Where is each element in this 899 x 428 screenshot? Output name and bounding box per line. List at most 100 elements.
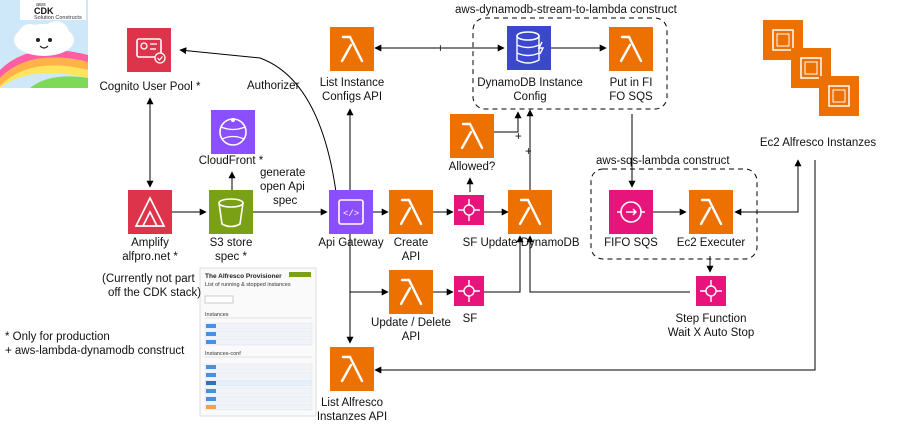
- svg-text:Create: Create: [394, 237, 429, 249]
- svg-text:spec: spec: [273, 195, 298, 207]
- svg-text:List Instance: List Instance: [320, 77, 385, 89]
- sf1-label: SF: [463, 237, 478, 249]
- cognito-icon: [127, 28, 171, 72]
- amplify-icon: [128, 190, 172, 234]
- putsqs-label: Put in FI FO SQS: [609, 77, 653, 103]
- svg-text:(Currently not part: (Currently not part: [102, 273, 195, 285]
- api-gateway-icon: </>: [329, 190, 373, 234]
- step-function-icon: [454, 276, 484, 306]
- screenshot-row: [204, 395, 313, 403]
- screenshot-row: [204, 379, 313, 387]
- svg-text:Configs API: Configs API: [322, 91, 382, 103]
- fifo-label: FIFO SQS: [604, 237, 658, 249]
- create-lambda-icon: [389, 190, 433, 234]
- stream-construct-group: [472, 17, 668, 110]
- svg-text:alfpro.net *: alfpro.net *: [122, 251, 178, 263]
- sf2-label: SF: [463, 313, 478, 325]
- not-in-stack-note: (Currently not part off the CDK stack): [102, 273, 201, 299]
- footnote: * Only for production + aws-lambda-dynam…: [5, 331, 185, 357]
- dynamodb-icon: [507, 26, 551, 70]
- s3-bucket-icon: [209, 190, 253, 234]
- svg-text:CloudFront *: CloudFront *: [199, 155, 264, 167]
- update-ddb-lambda-icon: [508, 190, 552, 234]
- allowed-label: Allowed?: [449, 161, 496, 173]
- svg-text:off the CDK stack): off the CDK stack): [108, 287, 201, 299]
- step-function-icon: [696, 276, 726, 306]
- svg-text:Amplify: Amplify: [131, 237, 169, 249]
- logo-aws: aws: [36, 2, 46, 8]
- screenshot-subtitle: List of running & stopped instances: [205, 282, 291, 288]
- svg-text:+ aws-lambda-dynamodb construc: + aws-lambda-dynamodb construct: [5, 345, 185, 357]
- svg-text:open Api: open Api: [260, 181, 305, 193]
- svg-text:Update DynamoDB: Update DynamoDB: [480, 237, 579, 249]
- screenshot-row: [204, 330, 313, 338]
- svg-text:DynamoDB Instance: DynamoDB Instance: [477, 77, 582, 89]
- ec2exec-label: Ec2 Executer: [677, 237, 746, 249]
- svg-text:Wait X Auto Stop: Wait X Auto Stop: [668, 327, 755, 339]
- svg-text:Step Function: Step Function: [676, 313, 747, 325]
- apigw-label: Api Gateway: [318, 237, 383, 249]
- cloudfront-icon: [211, 110, 255, 154]
- svg-text:SF: SF: [463, 237, 478, 249]
- stream-construct-label: aws-dynamodb-stream-to-lambda construct: [455, 4, 678, 16]
- svg-text:Ec2 Alfresco Instanzes: Ec2 Alfresco Instanzes: [760, 137, 877, 149]
- screenshot-row: [204, 363, 313, 371]
- upd-label: Update DynamoDB: [480, 237, 579, 249]
- svg-text:List Alfresco: List Alfresco: [321, 397, 383, 409]
- screenshot-row: [204, 403, 313, 411]
- ec2inst-label: Ec2 Alfresco Instanzes: [760, 137, 877, 149]
- allowed-lambda-icon: [450, 114, 494, 158]
- logo-subtitle: Solution Constructs: [34, 15, 82, 21]
- ec2-executer-lambda-icon: [689, 190, 733, 234]
- edges: [146, 44, 816, 374]
- svg-text:SF: SF: [463, 313, 478, 325]
- sqs-queue-icon: [609, 190, 653, 234]
- generate-spec-label: generate open Api spec: [260, 167, 305, 207]
- provisioner-screenshot: The Alfresco Provisioner List of running…: [199, 267, 317, 417]
- listalf-lambda-icon: [330, 347, 374, 391]
- svg-text:Api Gateway: Api Gateway: [318, 237, 383, 249]
- screenshot-row: [204, 387, 313, 395]
- screenshot-row: [204, 371, 313, 379]
- screenshot-row: [204, 338, 313, 346]
- amplify-label: Amplify alfpro.net *: [122, 237, 178, 263]
- svg-text:FO SQS: FO SQS: [609, 91, 653, 103]
- svg-text:Ec2 Executer: Ec2 Executer: [677, 237, 746, 249]
- svg-text:Authorizer: Authorizer: [247, 80, 300, 92]
- svg-text:* Only for production: * Only for production: [5, 331, 110, 343]
- screenshot-section-instances: Instances: [205, 312, 229, 318]
- svg-text:Put in FI: Put in FI: [610, 77, 653, 89]
- svg-text:generate: generate: [260, 167, 305, 179]
- ec2-instance-icon: [819, 76, 859, 116]
- svg-text:Instanzes API: Instanzes API: [317, 411, 387, 423]
- svg-text:API: API: [402, 331, 421, 343]
- svg-text:Allowed?: Allowed?: [449, 161, 496, 173]
- svg-text:API: API: [402, 251, 421, 263]
- upddel-lambda-icon: [389, 270, 433, 314]
- authorizer-label: Authorizer: [247, 80, 300, 92]
- sqs-construct-label: aws-sqs-lambda construct: [596, 155, 730, 167]
- listcfg-lambda-icon: [330, 27, 374, 71]
- putsqs-lambda-icon: [609, 27, 653, 71]
- cognito-label: Cognito User Pool *: [100, 81, 202, 93]
- plus-marker: +: [525, 146, 532, 158]
- screenshot-title: The Alfresco Provisioner: [205, 273, 282, 280]
- svg-text:</>: </>: [343, 209, 359, 219]
- cloudfront-label: CloudFront *: [199, 155, 264, 167]
- plus-marker: +: [437, 43, 444, 55]
- svg-text:FIFO SQS: FIFO SQS: [604, 237, 658, 249]
- logo-cdk: CDK: [34, 6, 54, 16]
- step-function-icon: [454, 195, 484, 225]
- screenshot-section-conf: Instances-conf: [205, 351, 241, 357]
- svg-text:Config: Config: [513, 91, 546, 103]
- svg-text:Update / Delete: Update / Delete: [371, 317, 451, 329]
- svg-text:spec *: spec *: [215, 251, 247, 263]
- plus-marker: +: [515, 131, 522, 143]
